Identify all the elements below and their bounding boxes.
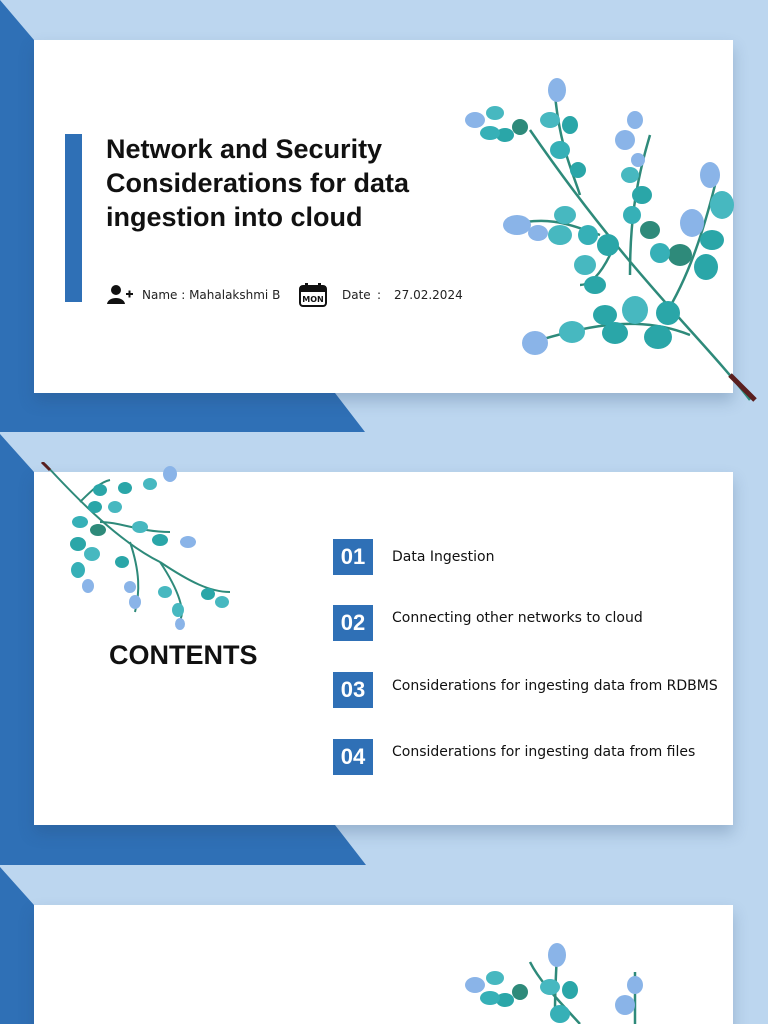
date-label: Date <box>342 288 371 302</box>
slide-1: Network and Security Considerations for … <box>0 0 768 432</box>
calendar-text: MON <box>302 295 323 304</box>
presentation-title: Network and Security Considerations for … <box>106 134 410 232</box>
contents-heading: CONTENTS <box>109 640 258 670</box>
slide-2: CONTENTS 01 Data Ingestion 02 Connecting… <box>0 434 768 865</box>
eucalyptus-branch-icon <box>40 462 231 630</box>
slide-3-background <box>0 867 34 1024</box>
eucalyptus-branch-icon <box>465 943 643 1024</box>
item-label: Connecting other networks to cloud <box>392 610 643 626</box>
date-separator: : <box>377 288 382 302</box>
item-number: 01 <box>333 539 373 575</box>
add-user-icon <box>106 283 134 310</box>
item-number: 03 <box>333 672 373 708</box>
title-accent-bar <box>65 134 82 302</box>
calendar-icon: MON <box>299 283 327 312</box>
item-label: Considerations for ingesting data from f… <box>392 744 696 760</box>
item-number: 02 <box>333 605 373 641</box>
slide-3 <box>0 867 768 1024</box>
author-name: Name : Mahalakshmi B <box>142 288 281 302</box>
item-number: 04 <box>333 739 373 775</box>
item-label: Considerations for ingesting data from R… <box>392 678 718 694</box>
item-label: Data Ingestion <box>392 549 495 565</box>
eucalyptus-branch-icon <box>465 78 757 402</box>
date-value: 27.02.2024 <box>394 288 463 302</box>
